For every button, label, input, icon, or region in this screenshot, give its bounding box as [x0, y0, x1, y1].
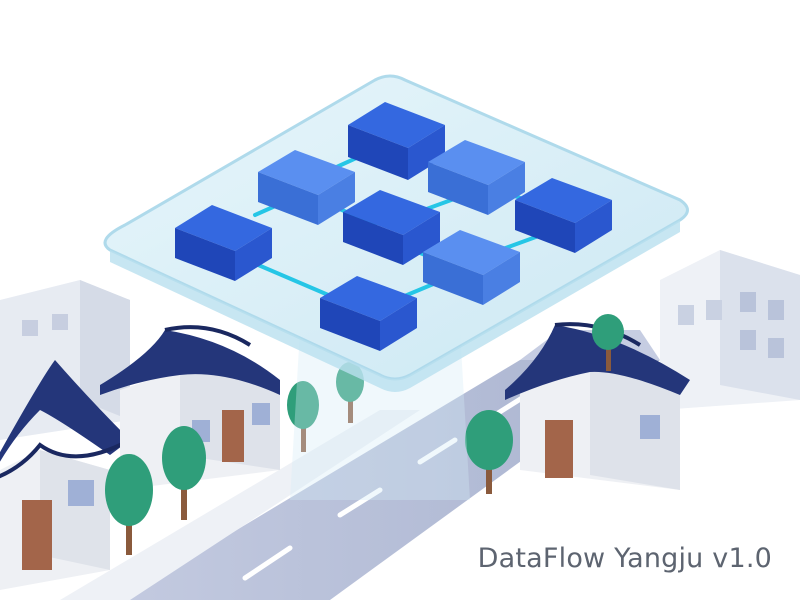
data-node [428, 140, 525, 215]
data-nodes [175, 102, 612, 351]
data-node [515, 178, 612, 253]
data-node [348, 102, 445, 180]
tree-1 [105, 454, 153, 555]
hanok-house-right [505, 322, 690, 490]
tree-2 [162, 426, 206, 520]
data-node [175, 205, 272, 281]
hanok-house-left-front [0, 360, 131, 590]
data-node [320, 276, 417, 351]
data-node [423, 230, 520, 305]
tree-5 [465, 410, 513, 494]
sidewalk [60, 410, 420, 600]
data-node [258, 150, 355, 225]
background-building-right [660, 250, 800, 410]
hanok-house-left-back [100, 325, 280, 490]
data-node [343, 190, 440, 265]
tree-group [105, 314, 624, 555]
tree-6 [592, 314, 624, 371]
product-caption: DataFlow Yangju v1.0 [477, 543, 772, 574]
tree-3 [287, 381, 319, 452]
